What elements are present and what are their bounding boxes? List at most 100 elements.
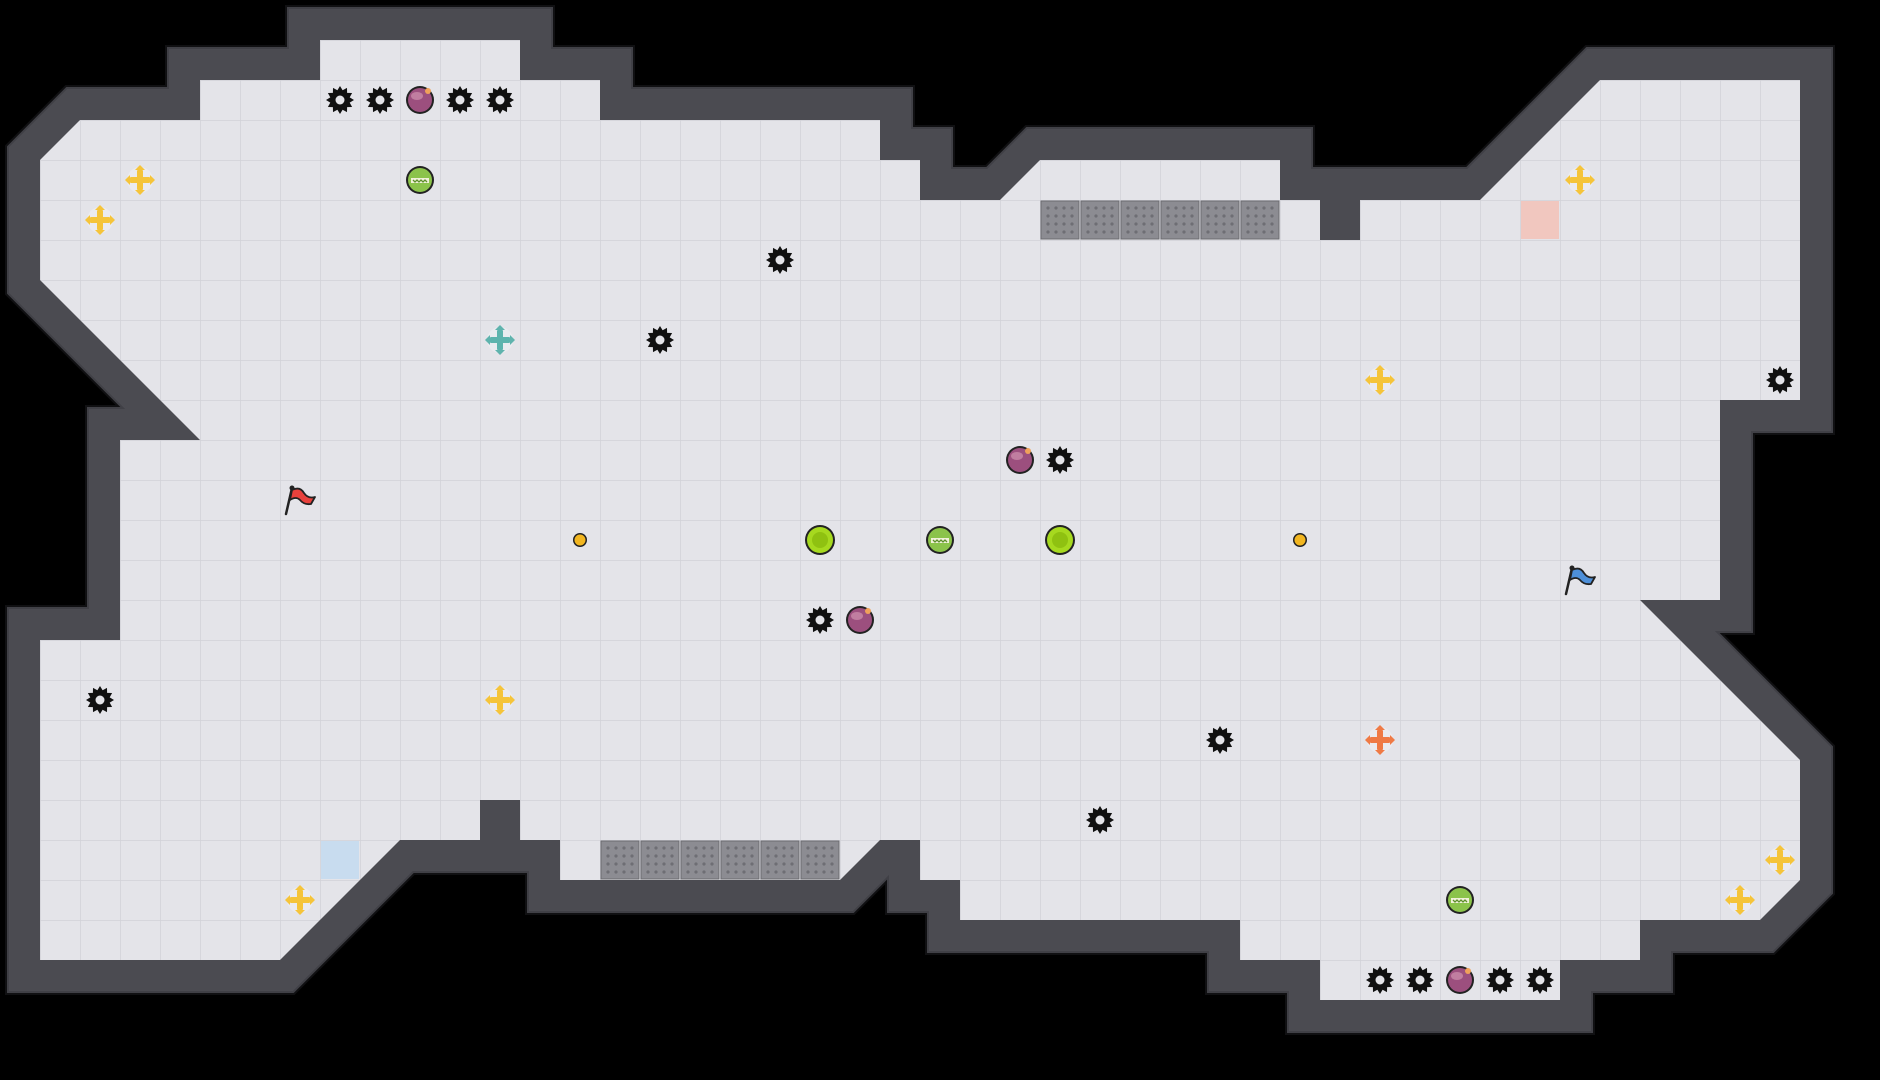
grate-hole [1126, 214, 1130, 218]
grate-hole [1254, 230, 1258, 234]
booster-arrow [495, 325, 505, 330]
grate-hole [614, 870, 618, 874]
grate-hole [782, 870, 786, 874]
spike-center [495, 95, 505, 105]
grate-hole [606, 846, 610, 850]
spike-icon [646, 326, 674, 354]
grate-tile [1080, 200, 1120, 240]
yellow-booster-icon [285, 885, 315, 915]
grate-hole [806, 846, 810, 850]
booster-arrow [1735, 910, 1745, 915]
grate-hole [1222, 214, 1226, 218]
yellow-booster-icon [485, 685, 515, 715]
grate-hole [1254, 206, 1258, 210]
grate-hole [1270, 222, 1274, 226]
powerup-spark [865, 608, 871, 614]
grate-hole [662, 846, 666, 850]
booster-arrow [495, 685, 505, 690]
grate-hole [694, 846, 698, 850]
yellow-booster-icon [1565, 165, 1595, 195]
spike-icon [1526, 966, 1554, 994]
booster-bar-h [1770, 857, 1790, 863]
grate-hole [830, 862, 834, 866]
booster-arrow [1390, 735, 1395, 745]
grate-hole [710, 870, 714, 874]
grate-hole [774, 854, 778, 858]
grate-hole [702, 846, 706, 850]
grate-hole [654, 862, 658, 866]
grate-hole [654, 854, 658, 858]
yellow-booster-icon [1725, 885, 1755, 915]
grate-hole [822, 854, 826, 858]
grate-hole [1142, 206, 1146, 210]
booster-arrow [1725, 895, 1730, 905]
grate-hole [782, 854, 786, 858]
booster-bar-h [1730, 897, 1750, 903]
grate-hole [1142, 222, 1146, 226]
juke-juice-stripe [932, 539, 948, 543]
powerup-shine [1451, 972, 1463, 980]
grate-hole [1222, 206, 1226, 210]
spike-icon [86, 686, 114, 714]
powerup-icon [846, 606, 874, 634]
booster-arrow [285, 895, 290, 905]
floor [40, 40, 1800, 1000]
grate-hole [1270, 214, 1274, 218]
grate-hole [822, 862, 826, 866]
grate-hole [654, 870, 658, 874]
grate-hole [1062, 230, 1066, 234]
grate-hole [1054, 214, 1058, 218]
marker-icon-fill [574, 534, 586, 546]
booster-arrow [95, 205, 105, 210]
grate-tile [640, 840, 680, 880]
booster-bar-h [130, 177, 150, 183]
grate-hole [1142, 214, 1146, 218]
grate-hole [726, 870, 730, 874]
grate-hole [630, 870, 634, 874]
marker-icon-fill [1294, 534, 1306, 546]
grate-hole [1102, 222, 1106, 226]
booster-bar-h [1370, 377, 1390, 383]
spike-center [1215, 735, 1225, 745]
grate-hole [710, 846, 714, 850]
grate-hole [782, 846, 786, 850]
powerup-spark [1465, 968, 1471, 974]
grate-hole [1150, 214, 1154, 218]
grate-hole [734, 846, 738, 850]
yellow-booster-icon [125, 165, 155, 195]
booster-arrow [510, 695, 515, 705]
spike-icon [1086, 806, 1114, 834]
booster-bar-h [1570, 177, 1590, 183]
booster-arrow [135, 165, 145, 170]
grate-hole [1110, 206, 1114, 210]
booster-arrow [510, 335, 515, 345]
grate-hole [694, 854, 698, 858]
grate-hole [1086, 230, 1090, 234]
grate-hole [1190, 230, 1194, 234]
juke-juice-icon [926, 526, 954, 554]
red-team-tile [1521, 201, 1559, 239]
juke-juice-icon [406, 166, 434, 194]
grate-hole [814, 862, 818, 866]
booster-bar-h [490, 697, 510, 703]
grate-hole [1054, 230, 1058, 234]
grate-hole [1126, 206, 1130, 210]
grate-hole [1126, 230, 1130, 234]
grate-hole [1214, 214, 1218, 218]
flag-cloth [289, 487, 316, 506]
grate-hole [1110, 214, 1114, 218]
yellow-booster-icon [1765, 845, 1795, 875]
grate-hole [710, 854, 714, 858]
grate-hole [1182, 230, 1186, 234]
grate-hole [1166, 206, 1170, 210]
grate-hole [606, 870, 610, 874]
grate-hole [750, 854, 754, 858]
grate-hole [1150, 222, 1154, 226]
grate-hole [1046, 222, 1050, 226]
booster-arrow [1775, 845, 1785, 850]
grate-hole [1086, 206, 1090, 210]
grate-hole [614, 846, 618, 850]
grate-hole [702, 854, 706, 858]
neutral-boost-core [1052, 532, 1068, 548]
